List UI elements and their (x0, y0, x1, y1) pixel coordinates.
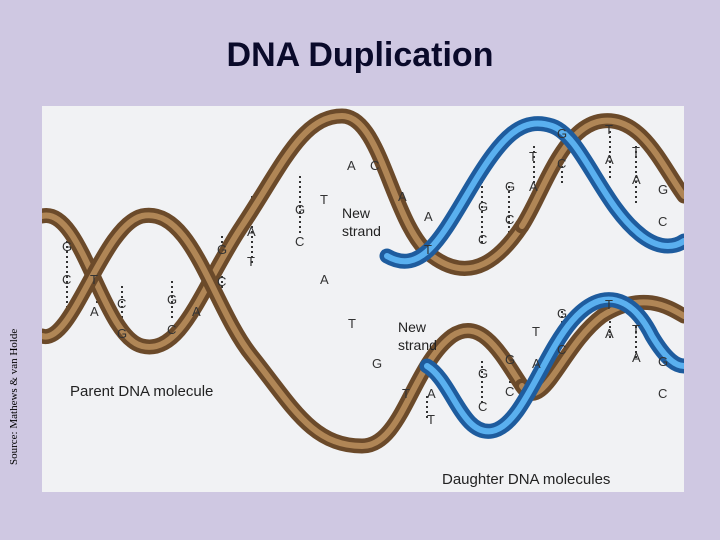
base-letter: A (90, 304, 99, 319)
base-letter: A (247, 224, 256, 239)
base-letter: C (557, 342, 566, 357)
base-letter: C (658, 214, 667, 229)
base-letter: A (424, 209, 433, 224)
new-strand-label-lower-line2: strand (398, 337, 437, 353)
base-letter: G (372, 356, 382, 371)
base-letter: T (247, 254, 255, 269)
base-letter: A (347, 158, 356, 173)
base-letter: G (557, 306, 567, 321)
base-letter: C (167, 322, 176, 337)
base-letter: G (478, 366, 488, 381)
base-letter: C (370, 158, 379, 173)
slide-title: DNA Duplication (226, 36, 494, 74)
base-letter: T (424, 242, 432, 257)
base-letter: T (632, 144, 640, 159)
new-strand-label-upper-text: New (342, 205, 371, 221)
base-letter: C (217, 274, 226, 289)
base-letter: T (529, 149, 537, 164)
parent-molecule-label: Parent DNA molecule (70, 383, 213, 400)
base-letter: C (505, 384, 514, 399)
base-letter: C (295, 234, 304, 249)
new-strand-label-lower: New strand (398, 319, 437, 353)
base-letter: A (632, 350, 641, 365)
base-letter: A (605, 152, 614, 167)
base-letter: T (90, 272, 98, 287)
base-letter: C (478, 399, 487, 414)
base-letter: A (605, 326, 614, 341)
base-letter: T (605, 297, 613, 312)
base-letter: T (348, 316, 356, 331)
base-letter: A (398, 189, 407, 204)
base-letter: T (605, 122, 613, 137)
base-letter: T (532, 324, 540, 339)
base-letter: G (167, 292, 177, 307)
new-strand-label-upper: New strand (342, 205, 381, 239)
base-letter: A (192, 304, 201, 319)
base-letter: G (505, 179, 515, 194)
base-letter: G (505, 352, 515, 367)
base-letter: G (62, 239, 72, 254)
base-letter: A (632, 172, 641, 187)
base-letter: C (117, 296, 126, 311)
base-letter: C (478, 232, 487, 247)
dna-diagram: G C T A C G G C A G C A T G C T A C A A … (42, 108, 684, 488)
new-strand-label-upper-line2: strand (342, 223, 381, 239)
base-letter: G (117, 326, 127, 341)
base-letter: C (62, 272, 71, 287)
base-letter: G (478, 199, 488, 214)
base-letter: G (217, 242, 227, 257)
base-letters: G C T A C G G C A G C A T G C T A C A A … (62, 122, 668, 427)
dna-replication-figure: G C T A C G G C A G C A T G C T A C A A … (42, 106, 684, 492)
source-credit: Source: Mathews & van Holde (8, 328, 20, 465)
base-letter: C (658, 386, 667, 401)
base-letter: G (295, 202, 305, 217)
base-letter: T (427, 412, 435, 427)
base-letter: C (557, 156, 566, 171)
base-letter: G (557, 126, 567, 141)
base-letter: T (320, 192, 328, 207)
base-letter: A (532, 356, 541, 371)
base-letter: A (529, 179, 538, 194)
base-letter: G (658, 354, 668, 369)
base-letter: A (427, 386, 436, 401)
base-letter: A (320, 272, 329, 287)
base-letter: C (505, 212, 514, 227)
daughter-molecules-label: Daughter DNA molecules (442, 471, 610, 488)
base-letter: G (658, 182, 668, 197)
base-letter: T (632, 322, 640, 337)
base-letter: T (402, 386, 410, 401)
new-strand-label-lower-text: New (398, 319, 427, 335)
